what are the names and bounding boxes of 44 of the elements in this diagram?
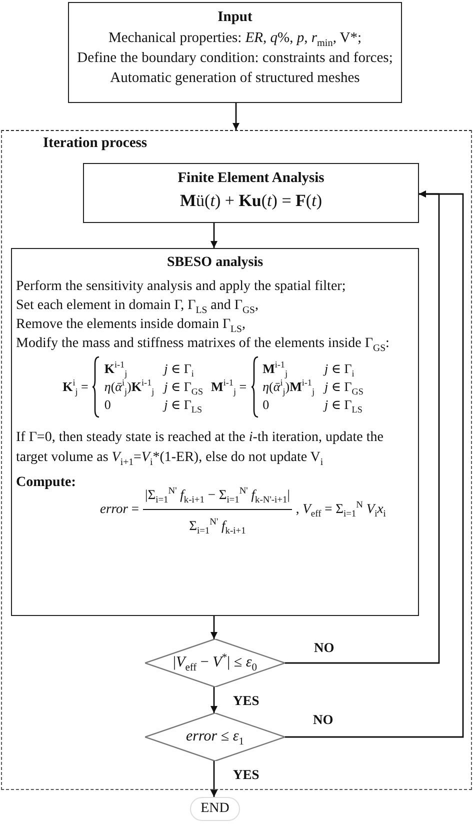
equation: 0 [262,397,270,413]
box-heading: SBESO analysis [166,255,264,271]
instruction-line: Remove the elements inside domain Γ$_{LS}$, [16,317,246,333]
equation: j ∈ Γ$_{i}$ [164,361,195,377]
instruction-text: If Γ=0, then steady state is reached at the i-th iteration, update the target volume as V$_{i+1}$=V$_{i}$*(1-ER), else do not update V$_{i}$ [16,429,384,468]
arrow [210,687,218,713]
input-line: Mechanical properties: ER, q%, p, r$_{min}$, V*; [107,30,363,47]
box-heading: Input [216,9,254,26]
input-line: Define the boundary condition: constraints and forces; [76,50,394,67]
arrow [232,103,240,130]
condition-text: error ≤ ε$_{1}$ [184,728,246,746]
terminal-text: END [200,801,230,816]
equation: j ∈ Γ$_{i}$ [324,361,356,377]
equation: j ∈ Γ$_{GS}$ [164,379,204,395]
equation: M$^{i-1}$$_{j}$ = [211,379,247,395]
condition-text: |V$_{eff}$ − V$^{*}$| ≤ ε$_{0}$ [172,654,258,672]
decision-diamond [145,639,285,687]
equation: Mü(t) + Ku(t) = F(t) [178,191,323,211]
equation: j ∈ Γ$_{LS}$ [164,397,204,413]
terminal-box [190,797,240,821]
instruction-line: Perform the sensitivity analysis and apply the spatial filter; [16,279,347,295]
equation: error = [100,500,140,517]
process-box [83,163,419,223]
input-box [68,2,402,103]
equation: 0 [104,397,112,413]
box-heading: Finite Element Analysis [176,170,326,187]
group-heading: Iteration process [43,135,148,152]
instruction-line: Set each element in domain Γ, Γ$_{LS}$ and Γ$_{GS}$, [16,298,260,314]
equation: |Σ$_{i=1}$$^{N'}$ f$_{k-i+1}$ − Σ$_{i=1}$$^{N'}$ f$_{k-N'-i+1}$| [143,479,292,510]
arrow [210,616,218,639]
compute-heading: Compute: [16,475,76,492]
equation: , V$_{eff}$ = Σ$_{i=1}$$^{N}$ V$_{i}$x$_{i}$ [296,500,386,517]
process-box [11,248,419,616]
arrow [285,190,464,738]
arrow [210,761,218,797]
equation: K$^{i}$$_{j}$ = [62,379,88,395]
equation: Σ$_{i=1}$$^{N'}$ f$_{k-i+1}$ [188,516,247,538]
equation: j ∈ Γ$_{LS}$ [324,397,364,413]
arrow [210,223,218,248]
equation: j ∈ Γ$_{GS}$ [324,379,364,395]
decision-diamond [145,713,285,761]
iteration-group [1,130,472,790]
input-line: Automatic generation of structured meshes [109,70,361,87]
instruction-line: Modify the mass and stiffness matrixes of the elements inside Γ$_{GS}$: [16,336,390,352]
